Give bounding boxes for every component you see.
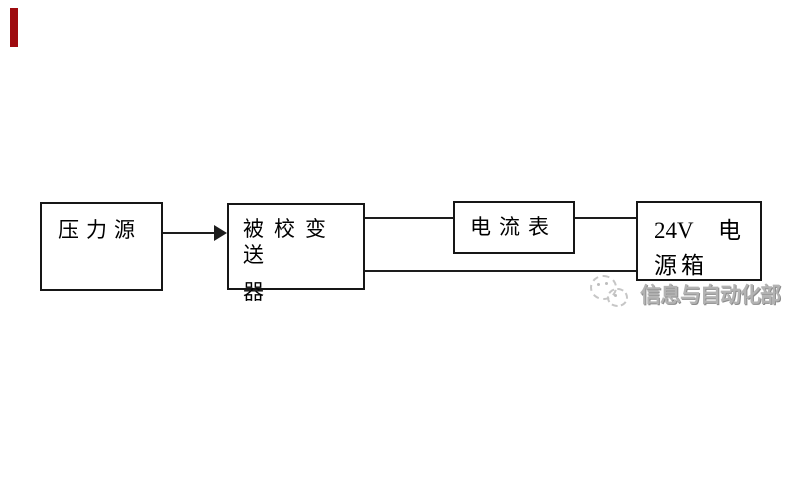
edge-ammeter-to-power-box: [575, 217, 636, 219]
node-ammeter-label: 电流表: [470, 215, 557, 239]
node-pressure-source: 压力源: [40, 202, 163, 291]
node-power-box-label-line2: 源箱: [654, 253, 708, 278]
watermark-logo-dot: [597, 283, 600, 286]
edge-transmitter-to-power-box: [365, 270, 636, 272]
node-transmitter-label-line1: 被校变送: [243, 217, 336, 267]
node-pressure-source-label: 压力源: [58, 218, 142, 242]
watermark-logo-small-circle: [607, 288, 628, 307]
edge-pressure-to-transmitter: [163, 232, 217, 234]
edge-transmitter-to-ammeter: [365, 217, 453, 219]
node-transmitter: 被校变送 器: [227, 203, 365, 304]
node-power-box-label-dian: 电: [718, 218, 741, 243]
red-accent-bar: [10, 8, 18, 47]
node-power-box-label-24v: 24V: [654, 218, 694, 243]
watermark-text: 信息与自动化部: [640, 283, 781, 307]
node-transmitter-label-line2: 器: [243, 280, 274, 304]
watermark-logo-dot: [614, 294, 617, 297]
arrow-head-icon: [214, 225, 227, 241]
node-ammeter: 电流表: [453, 201, 575, 254]
node-power-box: 24V 电 源箱: [636, 201, 762, 281]
watermark-logo-icon: [590, 275, 617, 300]
watermark-logo-dot: [605, 282, 608, 285]
